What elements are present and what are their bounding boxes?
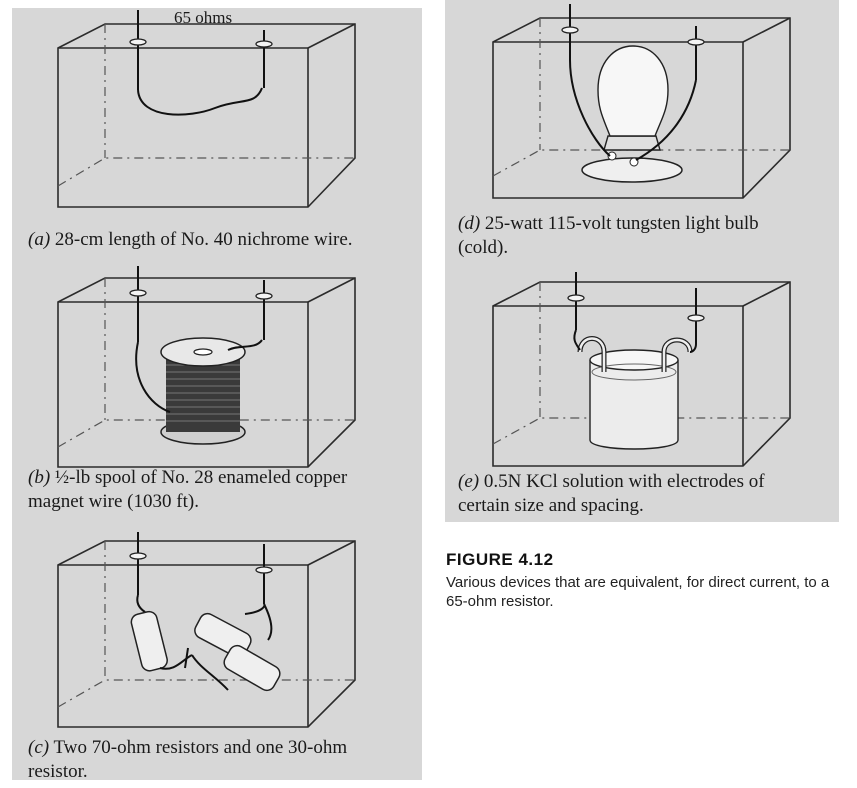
caption-a: (a) 28-cm length of No. 40 nichrome wire… bbox=[28, 229, 353, 250]
box-b bbox=[57, 277, 356, 468]
box-d bbox=[492, 17, 791, 199]
light-bulb bbox=[561, 4, 705, 183]
figure-description: Various devices that are equivalent, for… bbox=[446, 574, 830, 610]
figure-title: FIGURE 4.12 bbox=[446, 550, 554, 569]
caption-b: (b) ½-lb spool of No. 28 enameled copper… bbox=[28, 467, 348, 512]
kcl-beaker bbox=[567, 272, 705, 450]
resistor-network bbox=[129, 532, 281, 692]
caption-c: (c) Two 70-ohm resistors and one 30-ohm … bbox=[28, 737, 348, 782]
caption-d: (d) 25-watt 115-volt tungsten light bulb… bbox=[458, 213, 759, 258]
resistance-label: 65 ohms bbox=[174, 8, 233, 27]
box-a bbox=[57, 23, 356, 208]
copper-spool bbox=[129, 266, 273, 445]
caption-e: (e) 0.5N KCl solution with electrodes of… bbox=[458, 471, 765, 516]
box-c bbox=[57, 540, 356, 728]
nichrome-wire bbox=[129, 10, 273, 116]
